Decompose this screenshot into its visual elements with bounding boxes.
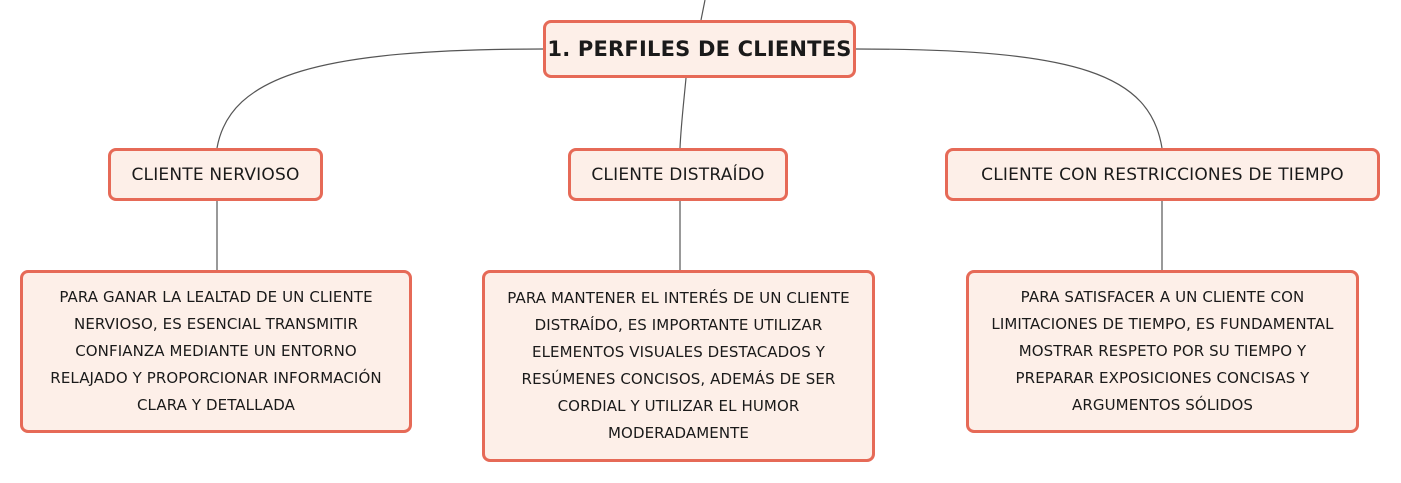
connector-root-to-profile-0 — [216, 48, 544, 149]
profile-node-nervioso[interactable]: CLIENTE NERVIOSO — [108, 148, 323, 201]
profile-node-distraido[interactable]: CLIENTE DISTRAÍDO — [568, 148, 788, 201]
detail-node-text: PARA MANTENER EL INTERÉS DE UN CLIENTE D… — [507, 289, 850, 442]
connector-parent-to-root — [700, 0, 706, 21]
root-node-label: 1. PERFILES DE CLIENTES — [547, 37, 852, 61]
detail-node-restricciones-tiempo[interactable]: PARA SATISFACER A UN CLIENTE CON LIMITAC… — [966, 270, 1359, 433]
profile-node-restricciones-tiempo[interactable]: CLIENTE CON RESTRICCIONES DE TIEMPO — [945, 148, 1380, 201]
connector-root-to-profile-1 — [679, 77, 687, 149]
profile-node-label: CLIENTE DISTRAÍDO — [591, 164, 765, 185]
profile-node-label: CLIENTE NERVIOSO — [131, 164, 300, 185]
profile-node-label: CLIENTE CON RESTRICCIONES DE TIEMPO — [981, 164, 1344, 185]
detail-node-distraido[interactable]: PARA MANTENER EL INTERÉS DE UN CLIENTE D… — [482, 270, 875, 462]
detail-node-text: PARA SATISFACER A UN CLIENTE CON LIMITAC… — [991, 288, 1334, 414]
root-node[interactable]: 1. PERFILES DE CLIENTES — [543, 20, 856, 78]
connector-root-to-profile-2 — [855, 48, 1163, 149]
detail-node-text: PARA GANAR LA LEALTAD DE UN CLIENTE NERV… — [50, 288, 382, 414]
detail-node-nervioso[interactable]: PARA GANAR LA LEALTAD DE UN CLIENTE NERV… — [20, 270, 412, 433]
